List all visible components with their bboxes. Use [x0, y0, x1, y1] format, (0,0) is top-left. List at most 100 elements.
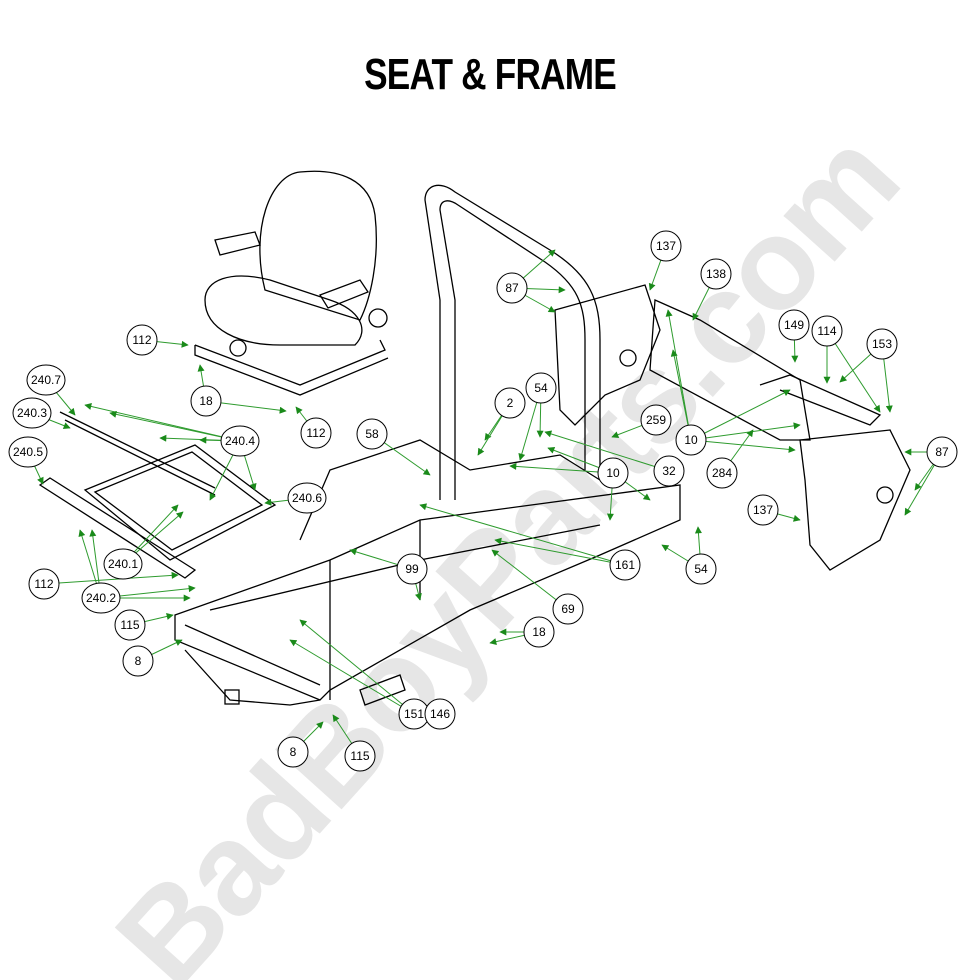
callout-label: 58 [365, 427, 379, 441]
callout-18[interactable]: 18 [190, 385, 222, 417]
callout-label: 161 [615, 558, 635, 572]
callout-138[interactable]: 138 [700, 258, 732, 290]
callout-circle [597, 457, 629, 489]
callout-label: 69 [561, 602, 575, 616]
seat-pan [38, 411, 277, 579]
callout-240-2[interactable]: 240.2 [81, 582, 121, 614]
callout-10[interactable]: 10 [597, 457, 629, 489]
leader-arrow [690, 439, 796, 453]
callout-54[interactable]: 54 [685, 553, 717, 585]
callout-240-1[interactable]: 240.1 [103, 548, 143, 580]
callout-label: 240.5 [13, 445, 43, 459]
callout-circle [126, 324, 158, 356]
callout-circle [706, 457, 738, 489]
callout-circle [747, 494, 779, 526]
callout-circle [12, 397, 52, 429]
callout-label: 259 [646, 413, 666, 427]
page-title: SEAT & FRAME [364, 50, 617, 99]
callout-153[interactable]: 153 [866, 328, 898, 360]
callout-label: 151 [404, 707, 424, 721]
callout-circle [653, 455, 685, 487]
callout-240-4[interactable]: 240.4 [220, 425, 260, 457]
callout-circle [640, 404, 672, 436]
callout-circle [866, 328, 898, 360]
callout-240-6[interactable]: 240.6 [287, 482, 327, 514]
callout-label: 54 [534, 381, 548, 395]
callout-label: 18 [532, 625, 546, 639]
callout-240-3[interactable]: 240.3 [12, 397, 52, 429]
callout-circle [220, 425, 260, 457]
callout-label: 240.1 [108, 557, 138, 571]
callout-146[interactable]: 146 [424, 698, 456, 730]
callout-112[interactable]: 112 [28, 568, 60, 600]
callout-label: 112 [132, 333, 151, 347]
callout-label: 115 [350, 749, 369, 763]
callout-284[interactable]: 284 [706, 457, 738, 489]
callout-label: 149 [784, 318, 804, 332]
callout-112[interactable]: 112 [126, 324, 158, 356]
callout-label: 240.6 [292, 491, 322, 505]
callout-8[interactable]: 8 [277, 736, 309, 768]
callout-58[interactable]: 58 [356, 418, 388, 450]
seat [194, 170, 389, 396]
callout-circle [609, 549, 641, 581]
callout-2[interactable]: 2 [494, 387, 526, 419]
callout-115[interactable]: 115 [344, 740, 376, 772]
callout-label: 2 [507, 396, 514, 410]
callout-87[interactable]: 87 [496, 272, 528, 304]
leader-arrow [690, 389, 791, 441]
line-art [38, 170, 911, 706]
callout-69[interactable]: 69 [552, 593, 584, 625]
callout-label: 87 [505, 281, 519, 295]
callout-label: 8 [290, 745, 297, 759]
callout-label: 54 [694, 562, 708, 576]
callout-circle [685, 553, 717, 585]
callout-label: 240.7 [31, 373, 61, 387]
callout-114[interactable]: 114 [811, 315, 843, 347]
callout-240-5[interactable]: 240.5 [8, 436, 48, 468]
callout-32[interactable]: 32 [653, 455, 685, 487]
callout-label: 10 [684, 433, 698, 447]
callout-circle [523, 616, 555, 648]
callout-240-7[interactable]: 240.7 [26, 364, 66, 396]
callout-54[interactable]: 54 [525, 372, 557, 404]
callout-151[interactable]: 151 [398, 698, 430, 730]
callout-137[interactable]: 137 [747, 494, 779, 526]
callout-115[interactable]: 115 [114, 609, 146, 641]
callout-circle [650, 230, 682, 262]
leader-arrow [43, 571, 179, 585]
callout-161[interactable]: 161 [609, 549, 641, 581]
leader-arrow [299, 619, 415, 715]
callout-18[interactable]: 18 [523, 616, 555, 648]
callout-circle [190, 385, 222, 417]
callout-99[interactable]: 99 [396, 553, 428, 585]
callout-circle [103, 548, 143, 580]
callout-label: 112 [306, 426, 325, 440]
callout-label: 32 [662, 464, 676, 478]
leader-arrow [544, 430, 670, 472]
callout-label: 138 [706, 267, 726, 281]
callout-8[interactable]: 8 [122, 645, 154, 677]
leader-arrow [826, 330, 881, 413]
callout-circle [811, 315, 843, 347]
callout-circle [122, 645, 154, 677]
callout-label: 240.2 [86, 591, 116, 605]
callout-circle [396, 553, 428, 585]
callout-circle [8, 436, 48, 468]
callout-149[interactable]: 149 [778, 309, 810, 341]
callout-bubbles: 112 18 112 240.7 240.3 240.5 240.4 240.6 240.1 11… [8, 230, 958, 772]
callout-259[interactable]: 259 [640, 404, 672, 436]
callout-label: 114 [817, 324, 836, 338]
callout-label: 99 [405, 562, 419, 576]
callout-label: 8 [135, 654, 142, 668]
roll-bar [424, 184, 601, 500]
callout-circle [778, 309, 810, 341]
callout-112[interactable]: 112 [300, 417, 332, 449]
callout-137[interactable]: 137 [650, 230, 682, 262]
callout-10[interactable]: 10 [675, 424, 707, 456]
callout-circle [81, 582, 121, 614]
callout-87[interactable]: 87 [926, 436, 958, 468]
leader-arrow [419, 503, 626, 566]
callout-label: 18 [199, 394, 213, 408]
